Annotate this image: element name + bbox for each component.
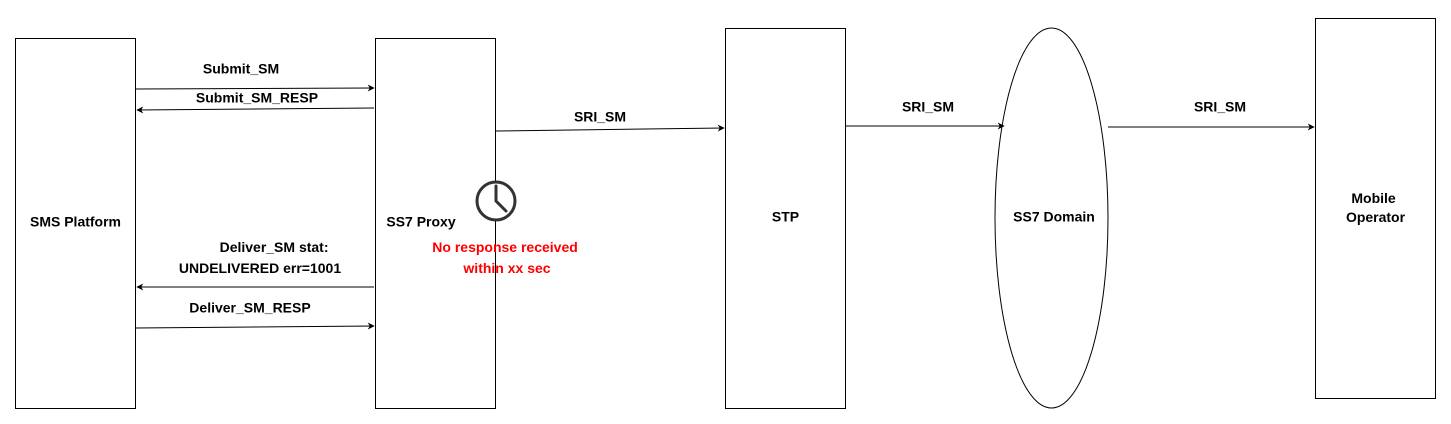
deliver-sm-label-line-1: Deliver_SM stat: — [220, 239, 329, 255]
message-sri-sm-domain-to-operator: SRI_SM — [1108, 99, 1315, 131]
sri-sm-proxy-to-stp-label: SRI_SM — [574, 109, 626, 125]
message-submit-sm: Submit_SM — [135, 61, 375, 92]
message-sri-sm-stp-to-domain: SRI_SM — [846, 99, 1005, 130]
clock-icon — [475, 180, 517, 222]
submit-sm-resp-arrow — [136, 106, 375, 114]
mobile-operator-box — [1315, 18, 1436, 399]
sms-platform-node: SMS Platform — [15, 38, 136, 409]
ss7-proxy-box — [375, 38, 496, 409]
ss7-domain-node: SS7 Domain — [994, 27, 1109, 409]
clock-hands — [494, 184, 508, 213]
timeout-text: No response received within xx sec — [432, 239, 581, 276]
message-deliver-sm: Deliver_SM stat: UNDELIVERED err=1001 — [136, 239, 374, 291]
stp-label: STP — [772, 209, 799, 225]
deliver-sm-label-line-2: UNDELIVERED err=1001 — [179, 260, 341, 276]
sri-sm-stp-to-domain-label: SRI_SM — [902, 99, 954, 115]
mobile-operator-label-line-2: Operator — [1346, 209, 1406, 225]
ss7-domain-ellipse — [994, 27, 1109, 409]
timeout-text-line-1: No response received — [432, 239, 578, 255]
mobile-operator-label: Mobile Operator — [1346, 190, 1406, 225]
mobile-operator-label-line-1: Mobile — [1351, 190, 1396, 206]
sms-platform-box — [15, 38, 136, 409]
ss7-domain-label: SS7 Domain — [1013, 209, 1095, 225]
sms-platform-label: SMS Platform — [30, 214, 121, 230]
message-submit-sm-resp: Submit_SM_RESP — [136, 90, 375, 114]
sri-sm-domain-to-operator-label: SRI_SM — [1194, 99, 1246, 115]
sri-sm-proxy-to-stp-arrow — [495, 124, 725, 132]
timeout-text-line-2: within xx sec — [462, 260, 550, 276]
submit-sm-resp-label: Submit_SM_RESP — [196, 90, 318, 106]
ss7-proxy-label: SS7 Proxy — [386, 214, 455, 230]
stp-box — [725, 28, 846, 409]
deliver-sm-resp-arrow — [135, 322, 375, 330]
message-sri-sm-proxy-to-stp: SRI_SM — [495, 109, 725, 132]
mobile-operator-node: Mobile Operator — [1315, 18, 1436, 399]
submit-sm-label: Submit_SM — [203, 61, 279, 77]
submit-sm-arrow — [135, 84, 375, 92]
deliver-sm-label: Deliver_SM stat: UNDELIVERED err=1001 — [179, 239, 341, 276]
ss7-proxy-node: SS7 Proxy — [375, 38, 496, 409]
message-deliver-sm-resp: Deliver_SM_RESP — [135, 300, 375, 330]
deliver-sm-resp-label: Deliver_SM_RESP — [189, 300, 310, 316]
stp-node: STP — [725, 28, 846, 409]
